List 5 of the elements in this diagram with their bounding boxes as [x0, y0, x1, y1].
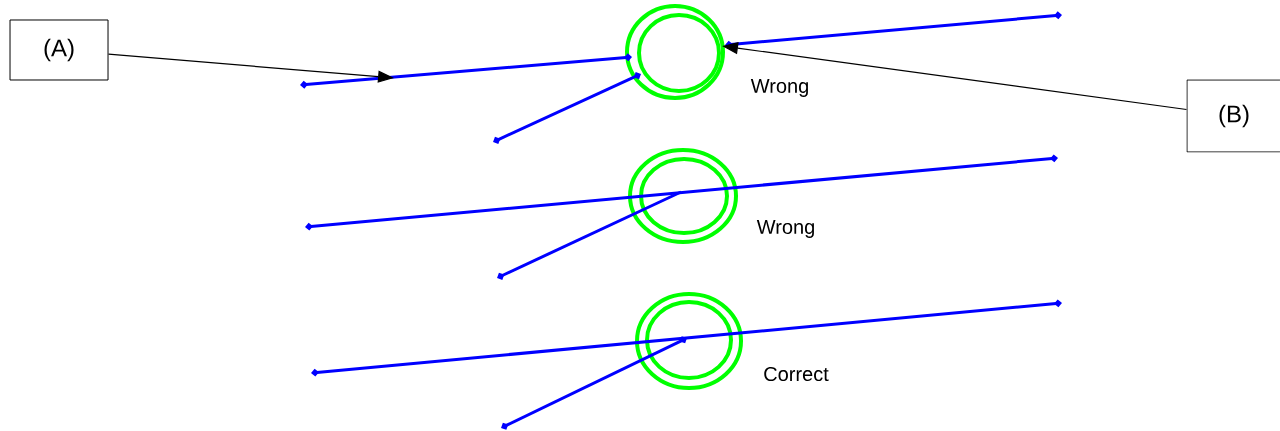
status-label: Wrong — [750, 79, 808, 97]
status-label: Wrong — [756, 220, 814, 238]
label-box: (A) — [9, 19, 109, 81]
label-box: (B) — [1186, 79, 1280, 153]
status-label: Correct — [764, 366, 829, 382]
